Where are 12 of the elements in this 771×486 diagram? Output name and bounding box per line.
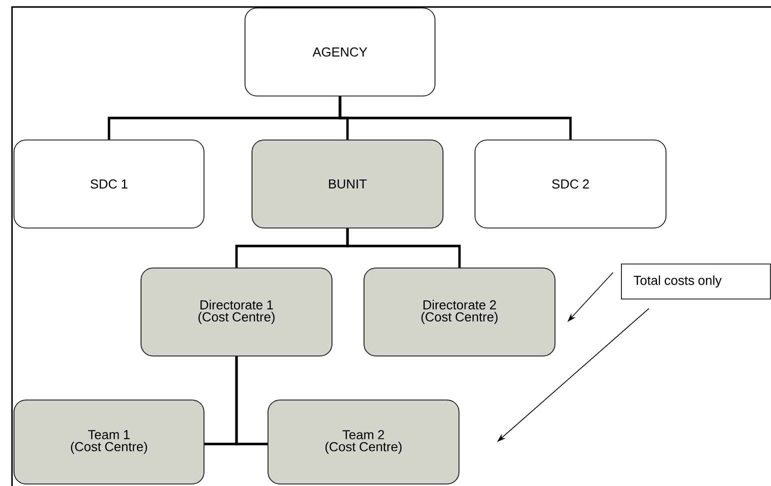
cost-centre-box: Team 2 (Cost Centre) <box>268 400 460 484</box>
cost-centre-box: Team 1 (Cost Centre) <box>14 400 204 484</box>
cost-centre-box: Directorate 2 (Cost Centre) <box>364 268 556 356</box>
cost-centre-box: Directorate 1 (Cost Centre) <box>140 268 332 356</box>
org-box: AGENCY <box>244 8 436 96</box>
org-box: SDC 1 <box>14 140 204 228</box>
connector-line <box>338 96 572 140</box>
cost-centre-box: BUNIT <box>252 140 444 228</box>
note-box: Total costs only <box>621 264 771 300</box>
org-box: SDC 2 <box>474 140 666 228</box>
connector-line <box>235 356 268 446</box>
connector-line <box>346 228 461 268</box>
